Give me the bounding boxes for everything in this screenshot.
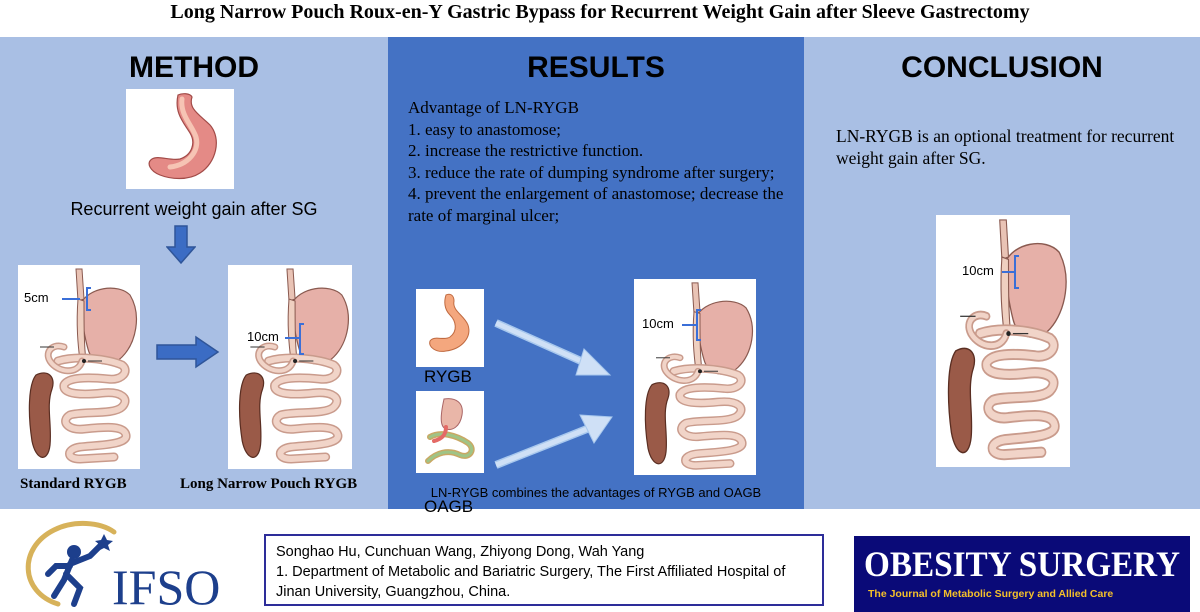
standard-measure-label: 5cm [24,290,49,305]
sleeve-gastrectomy-image [126,89,234,189]
results-panel: RESULTS Advantage of LN-RYGB 1. easy to … [388,37,804,516]
authors-box: Songhao Hu, Cunchuan Wang, Zhiyong Dong,… [264,534,824,606]
arrow-rygb-to-ln-icon [494,319,612,376]
long-narrow-rygb-caption: Long Narrow Pouch RYGB [180,476,358,492]
arrow-oagb-to-ln-icon [494,414,613,469]
advantages-list: Advantage of LN-RYGB 1. easy to anastomo… [408,97,788,226]
advantage-item: 3. reduce the rate of dumping syndrome a… [408,162,775,182]
method-heading: METHOD [129,51,259,84]
ln-rygb-image [634,279,756,475]
conclusion-ln-rygb-image [936,215,1070,467]
authors-names: Songhao Hu, Cunchuan Wang, Zhiyong Dong,… [276,544,645,560]
obesity-surgery-logo: OBESITY SURGERY The Journal of Metabolic… [854,536,1190,612]
conclusion-text: LN-RYGB is an optional treatment for rec… [836,126,1175,168]
conclusion-measure-label: 10cm [962,263,994,278]
measure-line [285,337,299,339]
advantage-item: 2. increase the restrictive function. [408,141,644,160]
svg-text:IFSO: IFSO [112,559,220,612]
advantage-item: 1. easy to anastomose; [408,119,561,139]
down-arrow-icon [166,225,196,265]
results-heading: RESULTS [527,51,665,84]
long-narrow-measure-label: 10cm [247,329,279,344]
poster-title: Long Narrow Pouch Roux-en-Y Gastric Bypa… [170,1,1030,23]
measure-bracket [1014,255,1019,289]
ifso-logo: IFSO [14,518,244,612]
measure-line [62,298,80,300]
oagb-label: OAGB [424,497,474,516]
advantage-item: 4. prevent the enlargement of anastomose… [408,184,784,225]
method-panel: METHOD Recurrent weight gain after SG 5c… [0,37,388,509]
standard-rygb-caption: Standard RYGB [20,476,127,492]
right-arrow-icon [156,335,220,369]
combine-text: LN-RYGB combines the advantages of RYGB … [430,485,762,500]
results-measure-label: 10cm [642,316,674,331]
journal-subtitle: The Journal of Metabolic Surgery and All… [868,588,1114,600]
measure-line [1002,271,1014,273]
measure-bracket [86,287,91,311]
conclusion-panel: CONCLUSION LN-RYGB is an optional treatm… [804,37,1200,509]
measure-bracket [299,323,304,355]
authors-affiliation: 1. Department of Metabolic and Bariatric… [276,564,786,600]
journal-wordmark: OBESITY SURGERY [864,544,1180,584]
rygb-label: RYGB [424,367,472,386]
rygb-image [416,289,484,367]
conclusion-heading: CONCLUSION [901,51,1103,84]
measure-line [682,324,696,326]
recurrent-weight-gain-text: Recurrent weight gain after SG [70,199,318,219]
svg-text:OBESITY SURGERY: OBESITY SURGERY [864,544,1180,584]
oagb-image [416,391,484,473]
advantages-title: Advantage of LN-RYGB [408,98,579,117]
long-narrow-rygb-image [228,265,352,469]
measure-bracket [696,309,701,341]
